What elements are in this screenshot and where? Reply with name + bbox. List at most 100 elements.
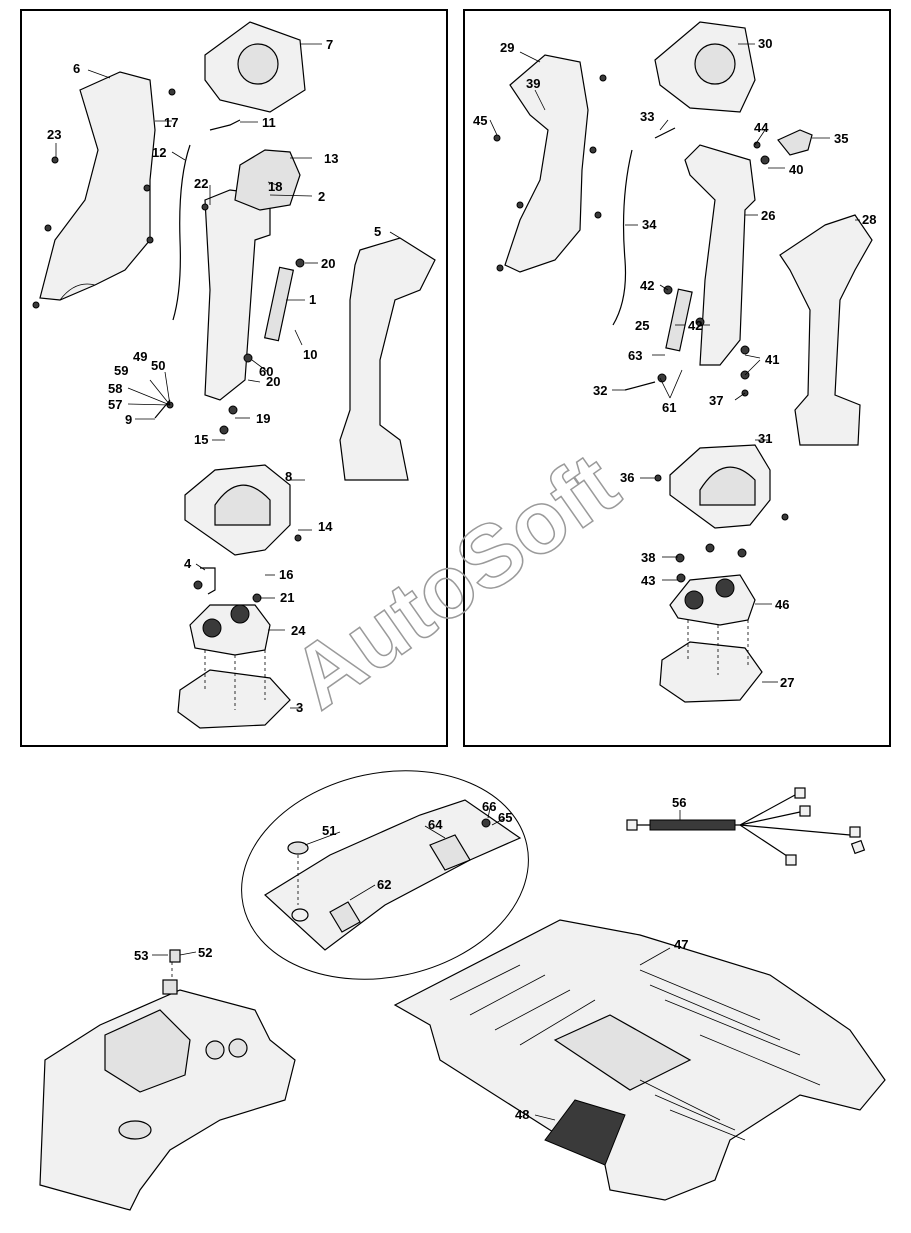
label-38: 38 (641, 550, 655, 565)
part-34-cable (612, 149, 633, 326)
label-8: 8 (285, 469, 292, 484)
left-panel-frame (20, 9, 448, 747)
right-assembly (493, 21, 873, 703)
part-4-hex-key (200, 567, 216, 595)
label-57: 57 (108, 397, 122, 412)
part-66-65-fastener (481, 818, 491, 828)
part-35-handle (777, 129, 813, 156)
label-42a: 42 (640, 278, 654, 293)
label-36: 36 (620, 470, 634, 485)
label-63: 63 (628, 348, 642, 363)
label-47: 47 (674, 937, 688, 952)
part-1-gas-spring (263, 266, 295, 342)
part-25-gas-spring (665, 288, 693, 352)
label-49: 49 (133, 349, 147, 364)
part-56-wiring-harness (626, 787, 866, 866)
right-panel-frame (463, 9, 891, 747)
label-39: 39 (526, 76, 540, 91)
label-15: 15 (194, 432, 208, 447)
label-14: 14 (318, 519, 333, 534)
label-51: 51 (322, 823, 336, 838)
label-50: 50 (151, 358, 165, 373)
part-46-bearing-block (669, 574, 756, 626)
part-26-column (684, 144, 756, 366)
label-41: 41 (765, 352, 779, 367)
label-52: 52 (198, 945, 212, 960)
left-assembly (32, 21, 436, 729)
label-44: 44 (754, 120, 769, 135)
part-47-ribs (449, 964, 821, 1141)
callout-labels: 7 6 23 17 11 12 13 22 18 2 5 20 1 10 49 … (47, 36, 876, 1122)
label-58: 58 (108, 381, 122, 396)
label-33: 33 (640, 109, 654, 124)
label-12: 12 (152, 145, 166, 160)
label-66: 66 (482, 799, 496, 814)
label-18: 18 (268, 179, 282, 194)
part-32-bolt (624, 381, 656, 391)
part-7-opening (237, 43, 279, 85)
label-31: 31 (758, 431, 772, 446)
label-20a: 20 (321, 256, 335, 271)
label-34: 34 (642, 217, 657, 232)
label-40: 40 (789, 162, 803, 177)
right-small-bolts (493, 74, 789, 583)
label-25: 25 (635, 318, 649, 333)
part-53-52-switch (169, 949, 181, 963)
label-17: 17 (164, 115, 178, 130)
label-2: 2 (318, 189, 325, 204)
label-26: 26 (761, 208, 775, 223)
part-31-arch (699, 466, 756, 506)
label-9: 9 (125, 412, 132, 427)
label-1: 1 (309, 292, 316, 307)
part-6-cover (39, 71, 156, 301)
label-60: 60 (259, 364, 273, 379)
part-12-cable (172, 144, 191, 321)
part-33-lever (654, 127, 676, 139)
part-48-grid-mat (544, 1099, 626, 1166)
label-5: 5 (374, 224, 381, 239)
watermark: AutoSoft (274, 433, 635, 727)
part-64-plate (429, 834, 471, 871)
label-32: 32 (593, 383, 607, 398)
label-3: 3 (296, 700, 303, 715)
part-24-bearing-block (189, 604, 271, 656)
label-13: 13 (324, 151, 338, 166)
part-24-bearing-a (202, 618, 222, 638)
label-42b: 42 (688, 318, 702, 333)
part-51-grommet (287, 841, 309, 855)
label-35: 35 (834, 131, 848, 146)
label-22: 22 (194, 176, 208, 191)
detail-ellipse (241, 770, 529, 980)
label-43: 43 (641, 573, 655, 588)
part-29-cover (504, 54, 589, 273)
part-28-front-cover (779, 214, 873, 446)
dashboard-cup-holder (118, 1120, 152, 1140)
label-21: 21 (280, 590, 294, 605)
label-62: 62 (377, 877, 391, 892)
label-4: 4 (184, 556, 192, 571)
part-3-base-frame (177, 669, 291, 729)
left-leaders (55, 43, 401, 709)
label-27: 27 (780, 675, 794, 690)
label-11: 11 (262, 115, 276, 130)
part-30-opening (694, 43, 736, 85)
label-45: 45 (473, 113, 487, 128)
part-8-arch (214, 484, 271, 526)
label-64: 64 (428, 817, 443, 832)
part-51-hole (291, 908, 309, 922)
label-61: 61 (662, 400, 676, 415)
part-5-front-cover (339, 237, 436, 481)
part-46-bearing-a (684, 590, 704, 610)
part-24-bearing-b (230, 604, 250, 624)
dashboard-display (104, 1009, 191, 1093)
label-46: 46 (775, 597, 789, 612)
part-11-lever (209, 119, 241, 131)
part-53-52-switch-body (162, 979, 178, 995)
label-24: 24 (291, 623, 306, 638)
bottom-leaders (152, 807, 681, 1121)
label-10: 10 (303, 347, 317, 362)
label-37: 37 (709, 393, 723, 408)
part-62-plate (329, 901, 361, 933)
label-19: 19 (256, 411, 270, 426)
